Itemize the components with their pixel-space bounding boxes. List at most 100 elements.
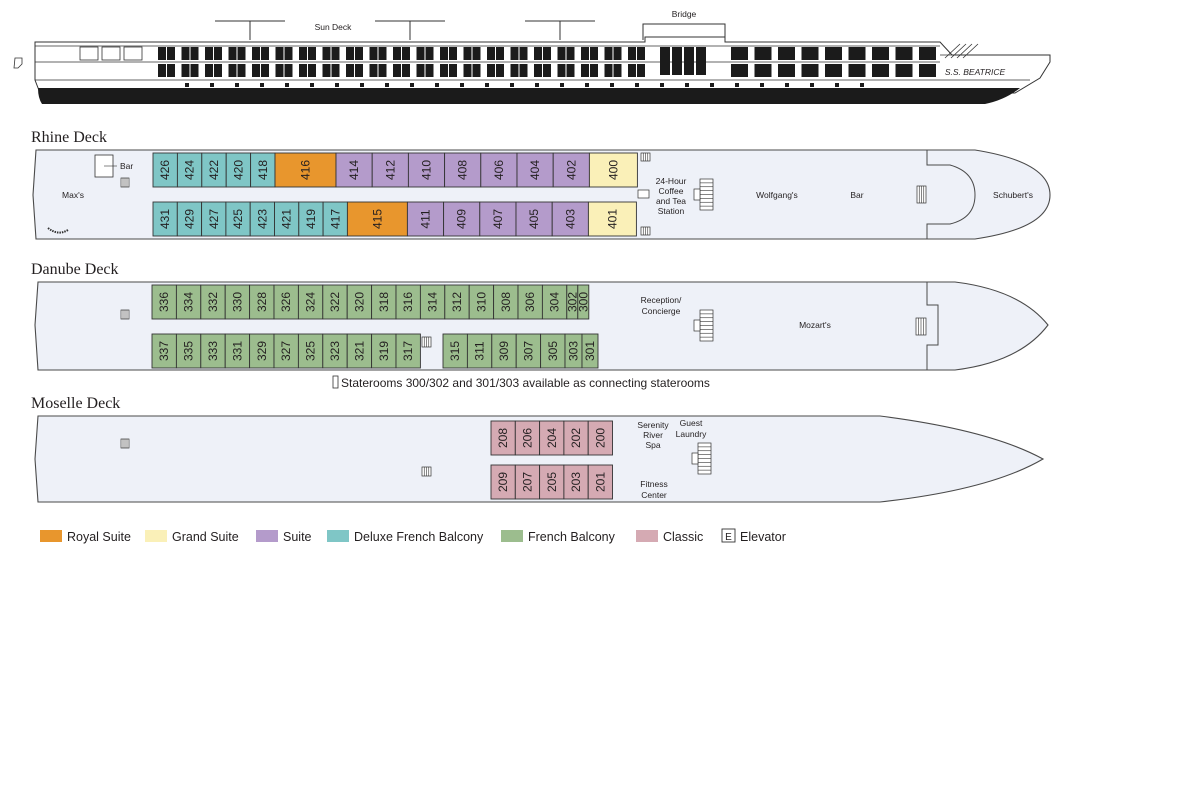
stateroom-box[interactable]	[563, 420, 589, 456]
stateroom-416[interactable]: 416	[274, 152, 337, 188]
stateroom-box[interactable]	[444, 152, 482, 188]
stateroom-334[interactable]: 334	[175, 284, 202, 320]
stateroom-box[interactable]	[480, 152, 518, 188]
stateroom-box[interactable]	[274, 201, 300, 237]
stateroom-box[interactable]	[493, 284, 519, 320]
stateroom-box[interactable]	[443, 201, 481, 237]
stateroom-335[interactable]: 335	[175, 333, 202, 369]
stateroom-336[interactable]: 336	[151, 284, 177, 320]
stateroom-331[interactable]: 331	[224, 333, 251, 369]
stateroom-box[interactable]	[175, 284, 202, 320]
stateroom-402[interactable]: 402	[552, 152, 590, 188]
stateroom-box[interactable]	[201, 152, 227, 188]
stateroom-406[interactable]: 406	[480, 152, 518, 188]
stateroom-box[interactable]	[201, 201, 227, 237]
stateroom-404[interactable]: 404	[516, 152, 554, 188]
stateroom-205[interactable]: 205	[539, 464, 565, 500]
stateroom-305[interactable]: 305	[540, 333, 566, 369]
stateroom-203[interactable]: 203	[563, 464, 589, 500]
stateroom-box[interactable]	[587, 464, 613, 500]
stateroom-317[interactable]: 317	[395, 333, 421, 369]
stateroom-box[interactable]	[407, 152, 446, 188]
stateroom-box[interactable]	[273, 284, 299, 320]
stateroom-box[interactable]	[540, 333, 566, 369]
stateroom-box[interactable]	[176, 201, 203, 237]
stateroom-319[interactable]: 319	[371, 333, 397, 369]
stateroom-333[interactable]: 333	[200, 333, 226, 369]
stateroom-304[interactable]: 304	[541, 284, 568, 320]
stateroom-429[interactable]: 429	[176, 201, 203, 237]
stateroom-box[interactable]	[539, 464, 565, 500]
stateroom-420[interactable]: 420	[225, 152, 252, 188]
stateroom-209[interactable]: 209	[490, 464, 516, 500]
stateroom-318[interactable]: 318	[371, 284, 397, 320]
stateroom-419[interactable]: 419	[298, 201, 324, 237]
stateroom-box[interactable]	[200, 333, 226, 369]
stateroom-208[interactable]: 208	[490, 420, 516, 456]
stateroom-410[interactable]: 410	[407, 152, 446, 188]
stateroom-327[interactable]: 327	[273, 333, 299, 369]
stateroom-424[interactable]: 424	[176, 152, 203, 188]
stateroom-box[interactable]	[371, 284, 397, 320]
stateroom-431[interactable]: 431	[152, 201, 178, 237]
stateroom-315[interactable]: 315	[442, 333, 468, 369]
stateroom-box[interactable]	[249, 333, 275, 369]
stateroom-box[interactable]	[274, 152, 337, 188]
stateroom-box[interactable]	[250, 152, 276, 188]
stateroom-box[interactable]	[346, 333, 373, 369]
stateroom-415[interactable]: 415	[346, 201, 408, 237]
stateroom-401[interactable]: 401	[587, 201, 637, 237]
stateroom-309[interactable]: 309	[491, 333, 517, 369]
stateroom-332[interactable]: 332	[200, 284, 226, 320]
stateroom-306[interactable]: 306	[517, 284, 543, 320]
stateroom-427[interactable]: 427	[201, 201, 227, 237]
stateroom-423[interactable]: 423	[249, 201, 275, 237]
stateroom-403[interactable]: 403	[551, 201, 589, 237]
stateroom-329[interactable]: 329	[249, 333, 275, 369]
stateroom-411[interactable]: 411	[406, 201, 445, 237]
stateroom-412[interactable]: 412	[371, 152, 409, 188]
stateroom-408[interactable]: 408	[444, 152, 482, 188]
stateroom-box[interactable]	[297, 333, 324, 369]
stateroom-330[interactable]: 330	[224, 284, 251, 320]
stateroom-box[interactable]	[225, 201, 251, 237]
stateroom-325[interactable]: 325	[297, 333, 324, 369]
stateroom-box[interactable]	[298, 201, 324, 237]
stateroom-409[interactable]: 409	[443, 201, 481, 237]
stateroom-box[interactable]	[406, 201, 445, 237]
stateroom-311[interactable]: 311	[466, 333, 493, 369]
stateroom-202[interactable]: 202	[563, 420, 589, 456]
stateroom-337[interactable]: 337	[151, 333, 177, 369]
stateroom-418[interactable]: 418	[250, 152, 276, 188]
stateroom-box[interactable]	[551, 201, 589, 237]
stateroom-310[interactable]: 310	[468, 284, 495, 320]
stateroom-308[interactable]: 308	[493, 284, 519, 320]
stateroom-204[interactable]: 204	[539, 420, 565, 456]
stateroom-322[interactable]: 322	[322, 284, 348, 320]
stateroom-321[interactable]: 321	[346, 333, 373, 369]
stateroom-400[interactable]: 400	[588, 152, 638, 188]
stateroom-box[interactable]	[346, 284, 373, 320]
stateroom-box[interactable]	[395, 333, 421, 369]
stateroom-box[interactable]	[371, 152, 409, 188]
stateroom-box[interactable]	[176, 152, 203, 188]
stateroom-312[interactable]: 312	[444, 284, 470, 320]
stateroom-box[interactable]	[587, 420, 613, 456]
stateroom-421[interactable]: 421	[274, 201, 300, 237]
stateroom-405[interactable]: 405	[515, 201, 553, 237]
stateroom-box[interactable]	[152, 201, 178, 237]
stateroom-206[interactable]: 206	[514, 420, 541, 456]
stateroom-box[interactable]	[395, 284, 421, 320]
stateroom-box[interactable]	[249, 201, 275, 237]
stateroom-301[interactable]: 301	[581, 333, 599, 369]
stateroom-box[interactable]	[491, 333, 517, 369]
stateroom-box[interactable]	[322, 333, 348, 369]
stateroom-307[interactable]: 307	[515, 333, 542, 369]
stateroom-box[interactable]	[346, 201, 408, 237]
stateroom-201[interactable]: 201	[587, 464, 613, 500]
stateroom-320[interactable]: 320	[346, 284, 373, 320]
stateroom-425[interactable]: 425	[225, 201, 251, 237]
stateroom-314[interactable]: 314	[419, 284, 446, 320]
stateroom-box[interactable]	[151, 333, 177, 369]
stateroom-426[interactable]: 426	[152, 152, 178, 188]
